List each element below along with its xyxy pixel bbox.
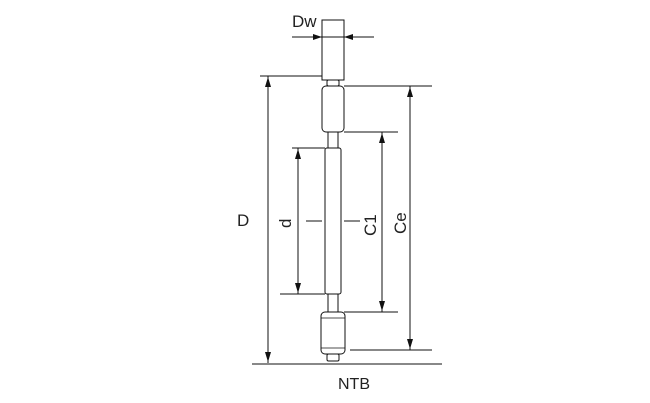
- upper-roller: [321, 85, 345, 133]
- upper-washer-stub: [321, 19, 345, 81]
- d-outer-label: D: [237, 211, 249, 230]
- d-bore-dimension: d: [276, 147, 325, 295]
- lower-neck: [327, 293, 339, 313]
- dw-dimension: Dw: [292, 12, 374, 40]
- upper-cage-mark: [326, 79, 340, 87]
- c1-dimension: C1: [344, 131, 398, 313]
- d-outer-dimension: D: [237, 75, 322, 363]
- ce-label: Ce: [391, 212, 410, 234]
- dw-label: Dw: [292, 12, 317, 31]
- d-bore-label: d: [276, 219, 295, 228]
- lower-cage-mark: [326, 353, 340, 362]
- c1-label: C1: [361, 214, 380, 236]
- washer-shaft: [324, 147, 342, 295]
- upper-neck: [327, 131, 339, 149]
- diagram-caption: NTB: [338, 376, 370, 393]
- bearing-section: [320, 19, 346, 362]
- ce-dimension: Ce: [344, 85, 432, 351]
